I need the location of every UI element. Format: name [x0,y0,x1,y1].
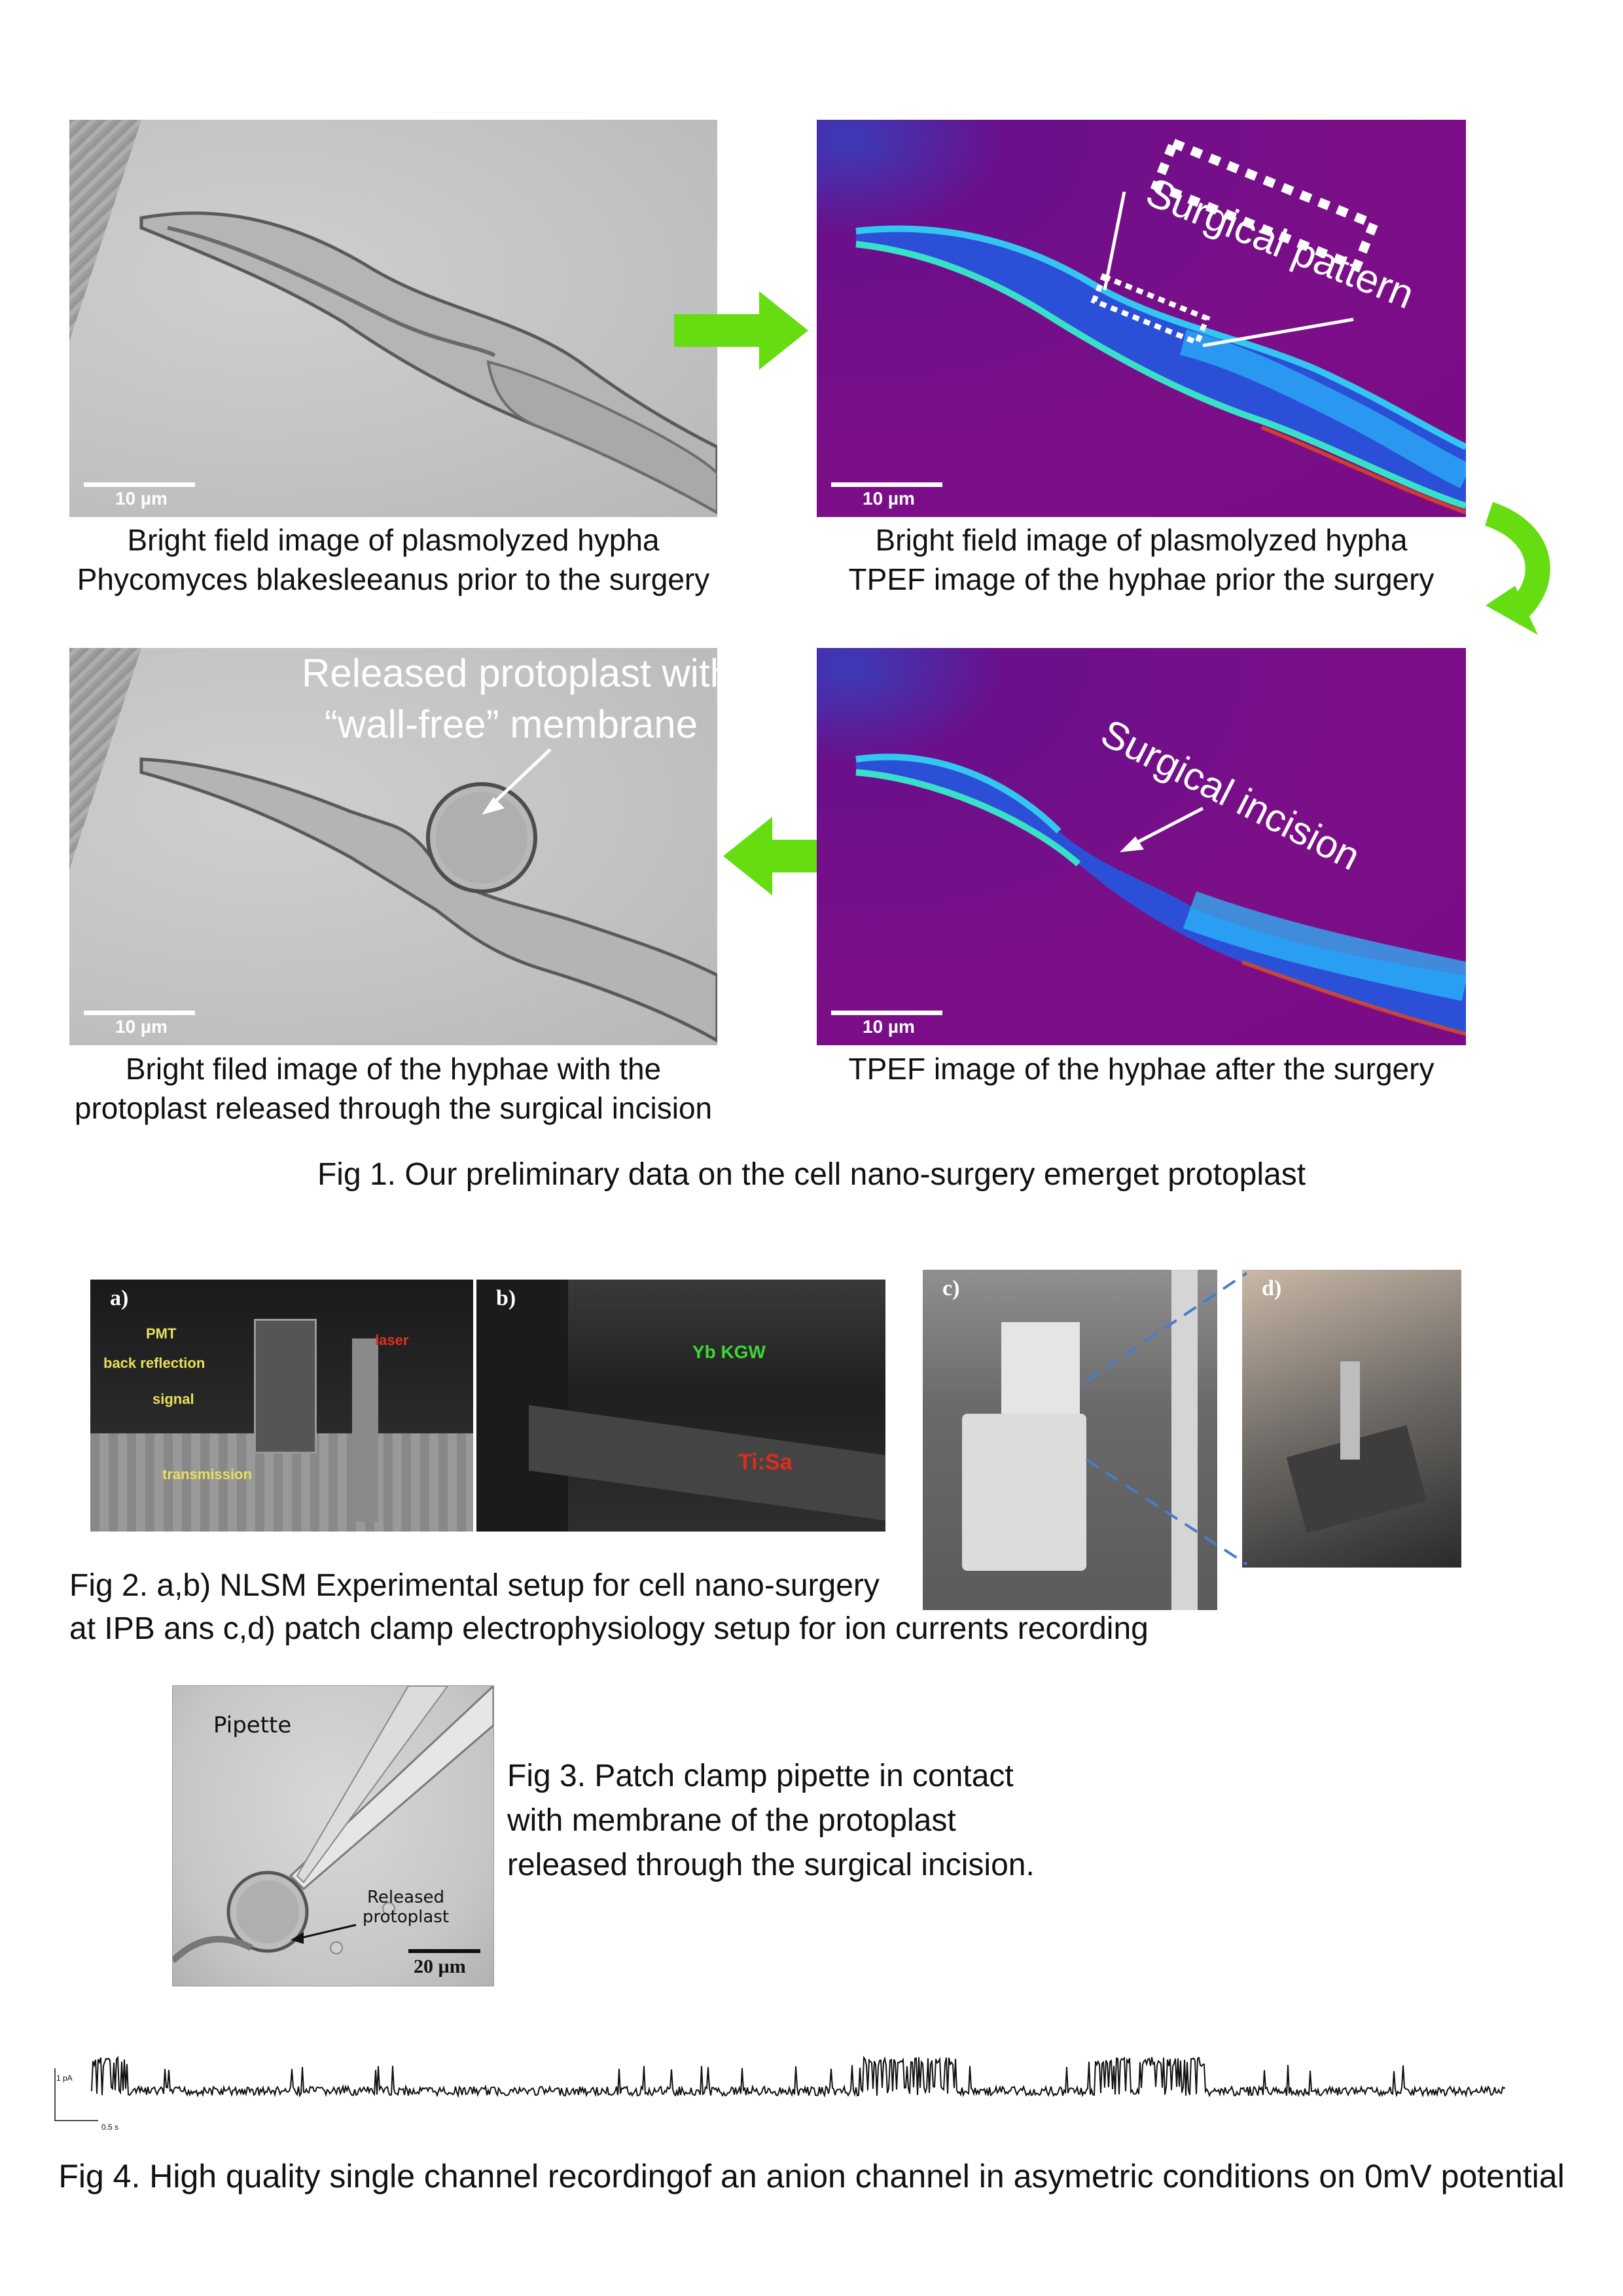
scale-label: 20 µm [414,1956,466,1977]
pointer-arrow-icon [1120,806,1204,852]
released-protoplast-label: Released protoplast [363,1888,450,1927]
pipette-label: Pipette [213,1712,292,1738]
fig2-label-a: a) [110,1286,129,1310]
pointer-arrow-icon [482,748,552,815]
fig2-caption: Fig 2. a,b) NLSM Experimental setup for … [69,1568,1149,1646]
back-reflection-label: back reflection [103,1355,205,1371]
scale-bar-lines [54,2068,98,2121]
scale-x-label: 0.5 s [101,2123,119,2132]
fig1-panel-bright-field-after: Released protoplast with “wall-free” mem… [69,648,717,1045]
fig1-panel-tpef-after: Surgical incision 10 µm [817,648,1466,1045]
yb-kgw-label: Yb KGW [692,1342,766,1362]
arrow-left-icon [723,817,861,895]
released-protoplast-label: Released protoplast with “wall-free” mem… [302,651,717,746]
scale-bar [831,482,942,487]
curved-arrow-icon [1484,501,1550,635]
hypha-fluorescence [855,137,1466,514]
scale-label: 10 µm [115,488,168,509]
fig3-caption: Fig 3. Patch clamp pipette in contact wi… [507,1759,1035,1882]
arrow-right-icon [674,291,808,370]
fig2-label-d: d) [1262,1276,1282,1300]
hypha-shape [139,757,717,1043]
zoom-connector-lines [1085,1272,1248,1566]
fig1-panel-bright-field-before: 10 µm [69,120,717,517]
scale-bar [831,1011,942,1015]
fig1-title: Fig 1. Our preliminary data on the cell … [317,1157,1306,1192]
scale-bar [84,482,195,487]
transmission-label: transmission [162,1466,252,1482]
pipette-drawing [173,1686,493,1964]
fig4-caption: Fig 4. High quality single channel recor… [58,2158,1565,2195]
scale-bar [84,1011,195,1015]
caption-bright-field-before: Bright field image of plasmolyzed hypha … [77,523,710,596]
pmt-label: PMT [146,1325,177,1342]
laser-label: laser [375,1332,409,1348]
fig2-photo-d: d) [1242,1270,1461,1568]
fig2-label-b: b) [496,1286,516,1310]
ti-sa-label: Ti:Sa [738,1450,793,1475]
scale-label: 10 µm [115,1016,168,1037]
single-channel-trace [54,2055,1506,2121]
fig2-photo-b: b) Yb KGW Ti:Sa [476,1280,885,1532]
fig1-panel-tpef-before: Surgical pattern 10 µm [817,120,1466,517]
fig2-photo-a: a) PMT back reflection signal transmissi… [90,1280,473,1532]
scale-label: 10 µm [863,488,915,509]
scale-label: 10 µm [863,1016,915,1037]
trace-line [91,2055,1506,2098]
hypha-shape [139,211,717,514]
caption-bright-field-after: Bright filed image of the hyphae with th… [74,1052,713,1125]
caption-tpef-before: Bright field image of plasmolyzed hypha … [848,523,1435,596]
fig2-photo-c: c) [923,1270,1217,1610]
caption-tpef-after: TPEF image of the hyphae after the surge… [848,1052,1435,1086]
fig3-photo: Pipette Released protoplast 20 µm [172,1685,494,1986]
fig2-label-c: c) [942,1276,960,1300]
scale-y-label: 1 pA [56,2073,73,2083]
signal-label: signal [152,1391,194,1407]
hypha-fluorescence [855,753,1466,1036]
